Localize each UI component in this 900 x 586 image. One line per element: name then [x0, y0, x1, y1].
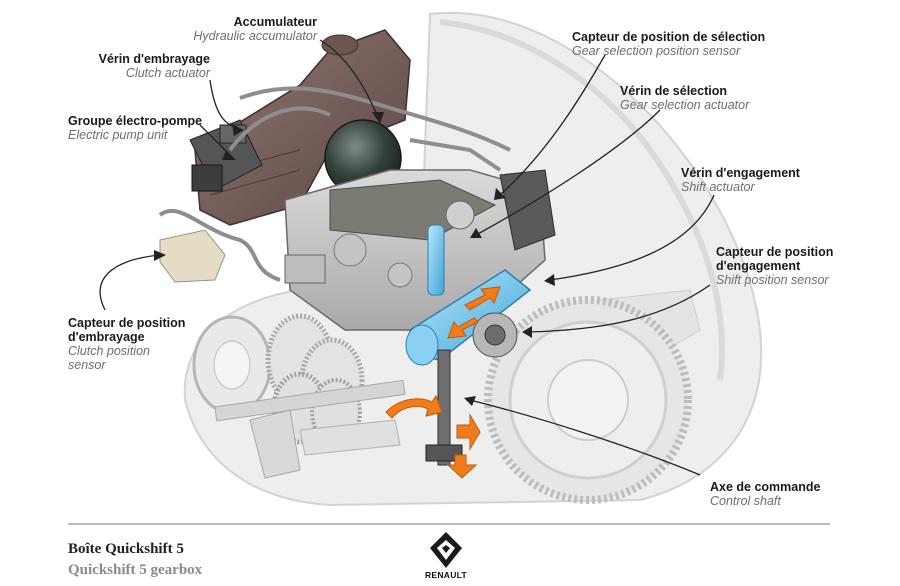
label-en: Shift actuator	[681, 180, 755, 194]
footer-title-en: Quickshift 5 gearbox	[68, 562, 203, 578]
label-fr: Vérin d'embrayage	[98, 52, 210, 66]
label-shift-position-sensor: Capteur de position d'engagement Shift p…	[716, 245, 833, 287]
label-gear-selection-sensor: Capteur de position de sélection Gear se…	[572, 30, 765, 58]
label-en-line2: sensor	[68, 358, 106, 372]
renault-logo-icon	[430, 532, 462, 568]
label-accumulator: Accumulateur Hydraulic accumulator	[140, 15, 317, 43]
leader-arrowheads	[154, 112, 555, 406]
label-control-shaft: Axe de commande Control shaft	[710, 480, 820, 508]
label-en: Clutch actuator	[125, 66, 210, 80]
motion-arrows	[385, 286, 501, 479]
label-fr-line1: Capteur de position	[716, 245, 834, 259]
label-en: Gear selection position sensor	[572, 44, 741, 58]
clutch-sensor-housing	[159, 229, 226, 283]
label-fr-line2: d'engagement	[716, 259, 801, 273]
label-en: Shift position sensor	[716, 273, 829, 287]
label-fr: Axe de commande	[710, 480, 821, 494]
label-fr: Capteur de position de sélection	[572, 30, 766, 44]
label-shift-actuator: Vérin d'engagement Shift actuator	[681, 166, 800, 194]
label-clutch-position-sensor: Capteur de position d'embrayage Clutch p…	[68, 316, 185, 372]
label-pump-unit: Groupe électro-pompe Electric pump unit	[68, 114, 202, 142]
shift-sensor-body	[472, 312, 518, 358]
label-en: Hydraulic accumulator	[193, 29, 317, 43]
label-fr-line2: d'embrayage	[68, 330, 145, 344]
label-fr: Vérin d'engagement	[681, 166, 800, 180]
label-en: Electric pump unit	[68, 128, 168, 142]
label-en-line1: Clutch position	[68, 344, 150, 358]
ring-gear	[484, 296, 692, 504]
label-en: Control shaft	[710, 494, 781, 508]
leader-lines	[99, 39, 715, 476]
label-fr: Vérin de sélection	[620, 84, 727, 98]
label-fr: Groupe électro-pompe	[68, 114, 203, 128]
control-shaft	[425, 349, 463, 466]
hydraulic-pipes	[158, 86, 511, 282]
label-en: Gear selection actuator	[620, 98, 750, 112]
fluid-reservoir	[194, 29, 411, 226]
label-clutch-actuator: Vérin d'embrayage Clutch actuator	[60, 52, 210, 80]
footer-title-fr: Boîte Quickshift 5	[68, 541, 184, 557]
brand-wordmark: RENAULT	[424, 570, 468, 580]
label-gear-selection-actuator: Vérin de sélection Gear selection actuat…	[620, 84, 749, 112]
label-fr-line1: Capteur de position	[68, 316, 186, 330]
label-fr: Accumulateur	[233, 15, 317, 29]
gear-train	[192, 313, 406, 479]
